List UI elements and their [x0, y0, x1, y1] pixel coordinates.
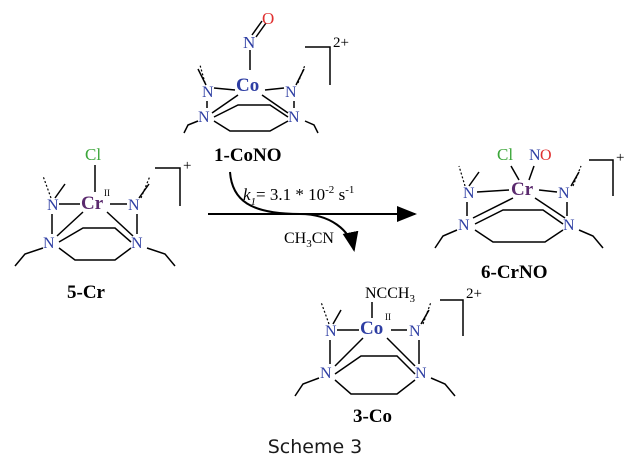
co-axial-main: NCCH	[365, 285, 410, 302]
reaction-arrows	[208, 171, 417, 252]
crno-axial-cl: Cl	[497, 145, 513, 164]
crno-charge: +	[616, 150, 624, 166]
cono-n-lr: N	[288, 109, 300, 126]
cr-oxstate: II	[104, 188, 110, 198]
molecule-5-cr: Cl Cr II N N N N + 5-Cr	[14, 145, 191, 303]
cr-label: 5-Cr	[67, 282, 106, 303]
cr-n-ul: N	[47, 197, 59, 214]
crno-label: 6-CrNO	[481, 262, 547, 283]
co-oxstate: II	[385, 312, 391, 322]
rate-k-sub: 1	[251, 196, 257, 208]
scheme-caption: Scheme 3	[267, 436, 363, 458]
cono-charge: 2+	[333, 35, 349, 51]
molecule-3-co: NCCH3 Co II N N N N 2+ 3-Co	[294, 285, 482, 427]
rate-constant: k1= 3.1 * 10-2 s-1	[243, 184, 354, 208]
crno-axial-o: O	[540, 147, 552, 164]
cono-label: 1-CoNO	[214, 145, 282, 166]
cr-n-lr: N	[131, 235, 143, 252]
rate-unit: s	[334, 185, 345, 204]
cr-n-ur: N	[128, 197, 140, 214]
co-charge: 2+	[466, 286, 482, 302]
molecule-1-cono: N O Co N N N N 2+	[183, 9, 349, 166]
rate-exp: -2	[325, 184, 334, 196]
cono-axial-n: N	[243, 33, 255, 52]
cono-n-ll: N	[198, 109, 210, 126]
rate-unit-exp: -1	[345, 184, 354, 196]
cono-axial-o: O	[262, 9, 274, 28]
cr-n-ll: N	[43, 235, 55, 252]
cr-metal: Cr	[81, 193, 104, 214]
co-metal: Co	[360, 318, 383, 339]
solvent-suffix: CN	[312, 230, 335, 247]
rate-value: = 3.1 * 10	[256, 185, 325, 204]
crno-n-lr: N	[563, 217, 575, 234]
cr-axial-cl: Cl	[85, 145, 101, 164]
crno-n-ul: N	[463, 185, 475, 202]
cono-metal: Co	[236, 75, 259, 96]
cr-charge: +	[183, 158, 191, 174]
cono-n-ur: N	[285, 84, 297, 101]
crno-n-ur: N	[558, 185, 570, 202]
co-axial-sub: 3	[409, 293, 415, 305]
rate-k: k	[243, 185, 251, 204]
co-n-ll: N	[320, 365, 332, 382]
crno-axial-n: N	[529, 147, 541, 164]
molecule-6-crno: Cl N O Cr N N N N + 6-CrNO	[434, 145, 624, 283]
co-n-lr: N	[415, 365, 427, 382]
cono-n-ul: N	[202, 84, 214, 101]
co-n-ul: N	[325, 323, 337, 340]
crno-n-ll: N	[458, 217, 470, 234]
solvent-sub: 3	[306, 238, 312, 250]
co-axial-ligand: NCCH3	[365, 285, 415, 305]
co-label: 3-Co	[353, 406, 392, 427]
crno-metal: Cr	[511, 179, 534, 200]
solvent: CH3CN	[284, 230, 334, 250]
co-n-ur: N	[409, 323, 421, 340]
curved-arrow	[229, 171, 359, 252]
solvent-prefix: CH	[284, 230, 307, 247]
